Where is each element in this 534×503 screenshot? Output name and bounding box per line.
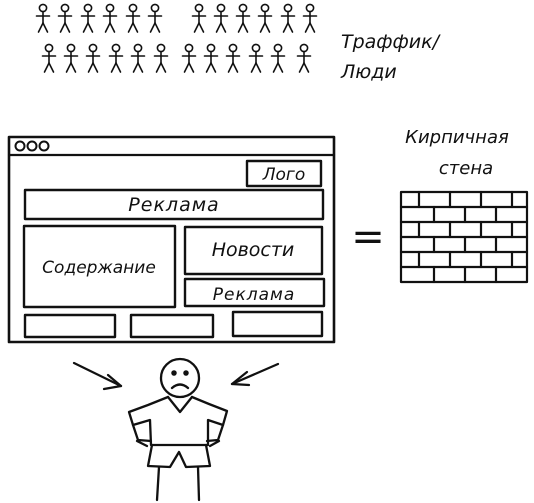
stick-figure-icon [102, 3, 118, 33]
stick-figure-icon [296, 43, 312, 73]
sad-face-head [159, 357, 201, 399]
browser-window: Лого Реклама Содержание Новости Реклама [7, 135, 336, 344]
content-block [22, 224, 177, 309]
footer-block-2 [129, 313, 215, 339]
ad-banner-top-label: Реклама [128, 194, 219, 216]
stick-figure-icon [35, 3, 51, 33]
sad-face-left-eye [171, 370, 177, 376]
window-control-circle-3 [38, 140, 50, 152]
stick-figure-icon [235, 3, 251, 33]
stick-figure-icon [302, 3, 318, 33]
traffic-people-label-line1: Траффик/ [341, 31, 442, 53]
sad-person-figure [127, 357, 229, 502]
stick-figure-icon [280, 3, 296, 33]
stick-figure-icon [270, 43, 286, 73]
stick-figure-icon [85, 43, 101, 73]
stick-figure-icon [153, 43, 169, 73]
arrow-left-icon [72, 361, 123, 391]
logo-block [245, 159, 323, 188]
window-control-circle-2 [26, 140, 38, 152]
arrow-right-icon [230, 362, 280, 387]
person-right-leg [196, 465, 201, 502]
brick-wall-label-line2: стена [439, 158, 493, 179]
person-collar [166, 395, 194, 414]
equals-sign: = [351, 214, 385, 260]
stick-figure-icon [203, 43, 219, 73]
logo-label: Лого [262, 165, 306, 185]
person-left-arm [131, 423, 153, 448]
footer-block-3 [231, 310, 324, 338]
stick-figure-icon [225, 43, 241, 73]
browser-frame [7, 135, 336, 344]
stick-figure-icon [213, 3, 229, 33]
ad-banner-side-label: Реклама [213, 285, 296, 305]
person-left-leg [155, 465, 161, 502]
stick-figure-icon [248, 43, 264, 73]
window-control-circle-1 [14, 140, 26, 152]
person-shorts [146, 443, 212, 469]
stick-figure-icon [125, 3, 141, 33]
stick-figure-icon [191, 3, 207, 33]
stick-figure-icon [257, 3, 273, 33]
stick-figure-icon [63, 43, 79, 73]
stick-figure-icon [147, 3, 163, 33]
content-label: Содержание [42, 258, 156, 278]
sad-face-right-eye [183, 370, 189, 376]
stick-figure-icon [80, 3, 96, 33]
traffic-people-label-line2: Люди [340, 61, 397, 83]
person-torso [127, 395, 229, 447]
stick-figure-icon [57, 3, 73, 33]
ad-banner-top [23, 188, 325, 221]
brick-wall-icon [399, 190, 529, 284]
stick-figure-icon [41, 43, 57, 73]
footer-block-1 [23, 313, 117, 339]
news-block [183, 225, 324, 276]
news-label: Новости [212, 239, 295, 261]
ad-banner-side [183, 277, 326, 308]
person-right-arm [205, 423, 225, 448]
brick-wall-label-line1: Кирпичная [405, 127, 509, 148]
stick-figure-icon [108, 43, 124, 73]
stick-figure-icon [130, 43, 146, 73]
crowd-of-people [35, 3, 318, 73]
sad-face-mouth [170, 383, 190, 390]
equals-sign-symbol: = [351, 214, 385, 260]
stick-figure-icon [181, 43, 197, 73]
